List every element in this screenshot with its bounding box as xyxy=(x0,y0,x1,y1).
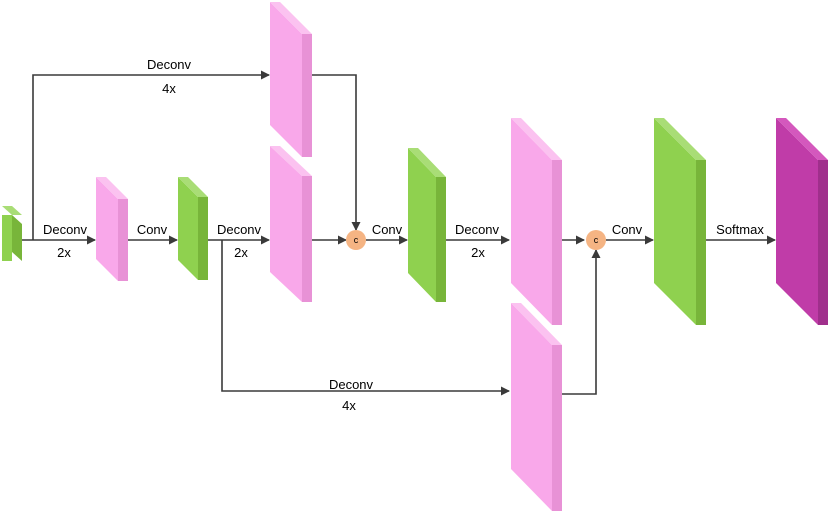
concat-symbol-1: c xyxy=(354,235,359,245)
edge-top-deconv-to-concat1 xyxy=(312,74,361,231)
top-deconv-label: Deconv xyxy=(147,57,192,72)
edge-bottom-to-concat2 xyxy=(562,249,601,395)
concat-node-1: c xyxy=(346,230,366,250)
deconv-3-factor: 2x xyxy=(471,245,485,260)
conv-output-block-1 xyxy=(178,177,208,280)
conv-output-block-2 xyxy=(408,148,446,302)
deconv-4x-block-bottom xyxy=(511,303,562,511)
block-side xyxy=(12,215,22,261)
deconv-output-block-1 xyxy=(96,177,128,281)
concat-symbol-2: c xyxy=(594,235,599,245)
input-feature-block xyxy=(2,206,22,261)
block-top xyxy=(2,206,22,215)
conv-2-label: Conv xyxy=(372,222,403,237)
connections xyxy=(22,70,776,396)
bottom-deconv-label: Deconv xyxy=(329,377,374,392)
deconv-3-label: Deconv xyxy=(455,222,500,237)
edge-input-skip-deconv-4x xyxy=(32,70,270,240)
concat-node-2: c xyxy=(586,230,606,250)
deconv-2-label: Deconv xyxy=(217,222,262,237)
conv-1-label: Conv xyxy=(137,222,168,237)
edge-bottom-skip-deconv-4x xyxy=(221,240,510,396)
top-deconv-factor: 4x xyxy=(162,81,176,96)
bottom-deconv-factor: 4x xyxy=(342,398,356,413)
deconv-output-block-3 xyxy=(511,118,562,325)
conv-3-label: Conv xyxy=(612,222,643,237)
softmax-output-block xyxy=(776,118,828,325)
edge-labels: Deconv 4x Deconv 2x Conv Deconv 2x Conv … xyxy=(43,57,764,413)
conv-output-block-3 xyxy=(654,118,706,325)
deconv-4x-block-top xyxy=(270,2,312,157)
deconv-1-factor: 2x xyxy=(57,245,71,260)
deconv-2-factor: 2x xyxy=(234,245,248,260)
deconv-1-label: Deconv xyxy=(43,222,88,237)
softmax-label: Softmax xyxy=(716,222,764,237)
block-face xyxy=(2,215,12,261)
deconv-output-block-2 xyxy=(270,146,312,302)
